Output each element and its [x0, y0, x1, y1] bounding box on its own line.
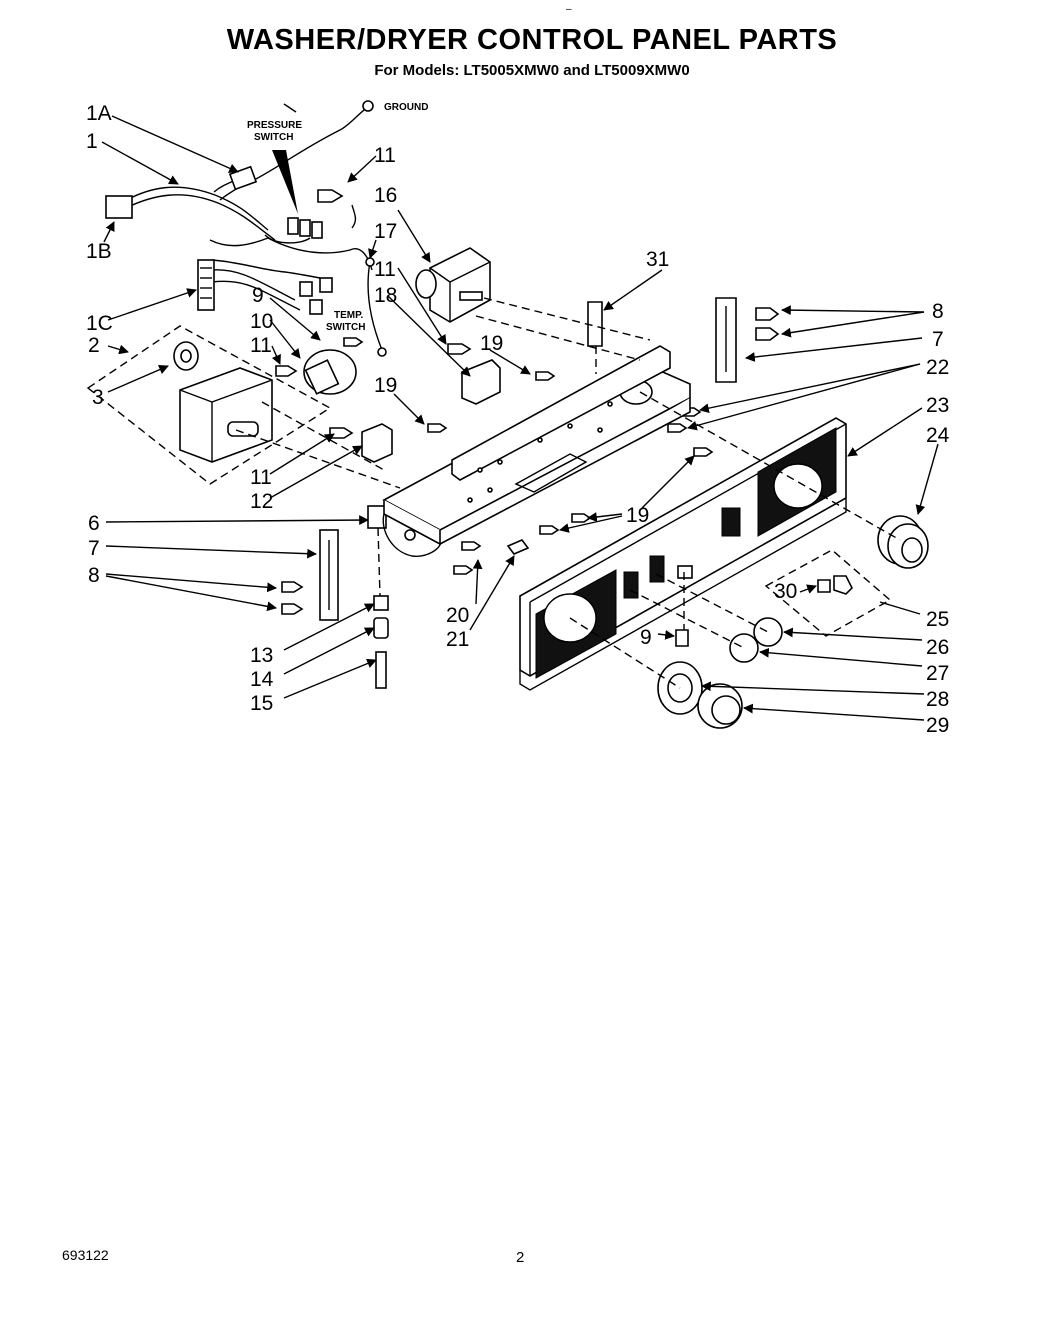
pressure-switch-label-line2: SWITCH [254, 132, 293, 143]
callout-26: 26 [926, 636, 949, 659]
ground-label: GROUND [384, 102, 428, 113]
callout-11-mid: 11 [374, 258, 396, 281]
callout-9-top: 9 [252, 284, 264, 307]
knobs [657, 515, 929, 729]
callout-13: 13 [250, 644, 273, 667]
pressure-switch-label-line1: PRESSURE [247, 120, 302, 131]
callout-10: 10 [250, 310, 273, 333]
callout-15: 15 [250, 692, 273, 715]
temp-switch-label-line1: TEMP. [334, 310, 363, 321]
top-mark: – [566, 4, 572, 15]
callout-28: 28 [926, 688, 949, 711]
callout-31: 31 [646, 248, 669, 271]
callout-14: 14 [250, 668, 274, 691]
timer-assembly [86, 325, 332, 485]
callout-1: 1 [86, 130, 98, 153]
callout-8-left: 8 [88, 564, 100, 587]
models-subtitle: For Models: LT5005XMW0 and LT5009XMW0 [374, 62, 690, 79]
temp-switch-label-line2: SWITCH [326, 322, 365, 333]
callout-labels: 1A 1 1B 1C 2 3 6 7 8 9 10 11 11 12 13 14… [86, 102, 950, 737]
callout-7-right: 7 [932, 328, 944, 351]
callout-18: 18 [374, 284, 397, 307]
small-parts [275, 189, 780, 689]
callout-24: 24 [926, 424, 950, 447]
callout-6: 6 [88, 512, 100, 535]
wire-harness [105, 100, 374, 315]
callout-29: 29 [926, 714, 949, 737]
callout-2: 2 [88, 334, 100, 357]
alignment-lines [235, 297, 901, 689]
callout-1a: 1A [86, 102, 112, 125]
callout-7-left: 7 [88, 537, 100, 560]
callout-25: 25 [926, 608, 949, 631]
callout-17: 17 [374, 220, 397, 243]
callout-11-timer: 11 [250, 334, 272, 357]
callout-1c: 1C [86, 312, 113, 335]
callout-8-right: 8 [932, 300, 944, 323]
console-front-panel [519, 417, 847, 691]
callout-11-panel: 11 [250, 466, 272, 489]
callout-21: 21 [446, 628, 469, 651]
callout-30: 30 [774, 580, 797, 603]
callout-19-c: 19 [626, 504, 649, 527]
callout-3: 3 [92, 386, 104, 409]
control-panel-frame [382, 345, 691, 557]
callout-22: 22 [926, 356, 949, 379]
document-number: 693122 [62, 1247, 109, 1263]
callout-19-b: 19 [374, 374, 397, 397]
leader-arrows [101, 103, 939, 721]
callout-27: 27 [926, 662, 949, 685]
callout-1b: 1B [86, 240, 112, 263]
callout-9-bottom: 9 [640, 626, 652, 649]
callout-20: 20 [446, 604, 469, 627]
callout-12: 12 [250, 490, 273, 513]
callout-11-top: 11 [374, 144, 396, 167]
callout-23: 23 [926, 394, 949, 417]
callout-16: 16 [374, 184, 397, 207]
page-number: 2 [516, 1249, 525, 1266]
callout-19-a: 19 [480, 332, 503, 355]
page-title: WASHER/DRYER CONTROL PANEL PARTS [226, 24, 838, 56]
